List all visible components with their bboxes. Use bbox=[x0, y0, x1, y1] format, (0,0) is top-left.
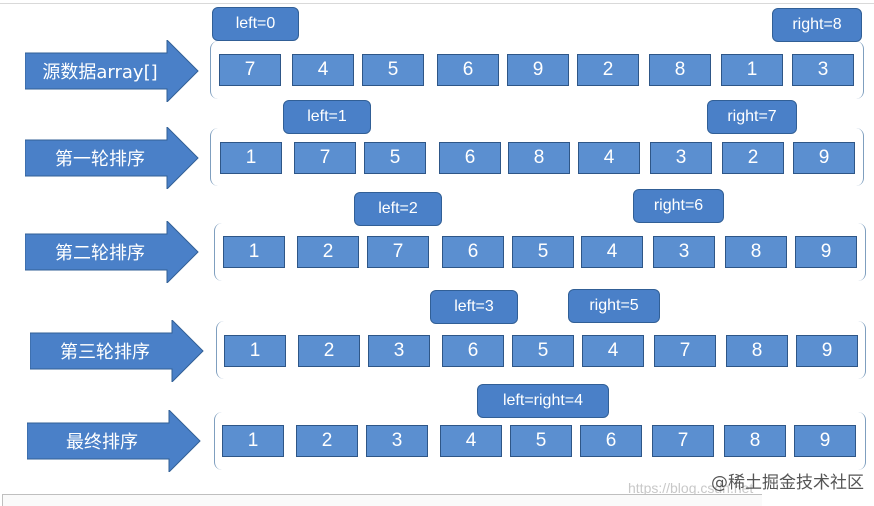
arrow-shape bbox=[25, 221, 199, 283]
row-3-cell-4: 5 bbox=[512, 335, 574, 367]
row-3-left-pointer: left=3 bbox=[430, 290, 518, 324]
row-1-cell-7: 2 bbox=[722, 142, 784, 174]
arrow-shape bbox=[27, 410, 201, 472]
row-4-cell-4: 5 bbox=[510, 425, 572, 457]
row-1-right-pointer: right=7 bbox=[707, 100, 797, 134]
row-3-cell-5: 4 bbox=[582, 335, 644, 367]
row-4-arrow: 最终排序 bbox=[27, 410, 202, 472]
row-3-cell-1: 2 bbox=[298, 335, 360, 367]
row-2-cell-1: 2 bbox=[297, 236, 359, 268]
row-1-cell-3: 6 bbox=[439, 142, 501, 174]
row-1-cell-5: 4 bbox=[578, 142, 640, 174]
row-0-cell-7: 1 bbox=[721, 54, 783, 86]
row-3-cell-7: 8 bbox=[726, 335, 788, 367]
row-0-cell-5: 2 bbox=[577, 54, 639, 86]
row-2-arrow: 第二轮排序 bbox=[25, 221, 200, 283]
row-2-label: 第二轮排序 bbox=[55, 243, 145, 264]
row-3-right-pointer: right=5 bbox=[568, 289, 660, 323]
row-0-left-pointer: left=0 bbox=[212, 7, 299, 41]
row-2-cell-3: 6 bbox=[442, 236, 504, 268]
row-4-cell-2: 3 bbox=[366, 425, 428, 457]
row-2-cell-7: 8 bbox=[725, 236, 787, 268]
row-3-cell-6: 7 bbox=[654, 335, 716, 367]
blog-url-watermark: https://blog.csdn.net bbox=[628, 480, 754, 496]
row-0-cell-2: 5 bbox=[362, 54, 424, 86]
juejin-watermark: @稀土掘金技术社区 bbox=[711, 473, 864, 493]
row-4-cell-3: 4 bbox=[440, 425, 502, 457]
row-3-cell-2: 3 bbox=[368, 335, 430, 367]
row-4-cell-5: 6 bbox=[580, 425, 642, 457]
row-3-cell-3: 6 bbox=[442, 335, 504, 367]
row-2-cell-0: 1 bbox=[223, 236, 285, 268]
row-3-cell-8: 9 bbox=[796, 335, 858, 367]
row-2-left-pointer: left=2 bbox=[354, 192, 442, 226]
arrow-shape bbox=[25, 40, 199, 102]
row-3-arrow: 第三轮排序 bbox=[30, 320, 205, 382]
row-1-cell-2: 5 bbox=[364, 142, 426, 174]
horizontal-scrollbar[interactable] bbox=[2, 494, 762, 506]
row-2-cell-4: 5 bbox=[512, 236, 574, 268]
row-0-cell-8: 3 bbox=[792, 54, 854, 86]
row-1-cell-0: 1 bbox=[220, 142, 282, 174]
row-4-cell-1: 2 bbox=[296, 425, 358, 457]
arrow-shape bbox=[30, 320, 204, 382]
row-1-cell-8: 9 bbox=[793, 142, 855, 174]
row-4-cell-6: 7 bbox=[652, 425, 714, 457]
row-2-cell-5: 4 bbox=[581, 236, 643, 268]
row-0-right-pointer: right=8 bbox=[772, 8, 862, 42]
row-1-cell-6: 3 bbox=[650, 142, 712, 174]
row-1-array-bracket bbox=[210, 128, 864, 186]
top-divider bbox=[0, 3, 874, 4]
row-0-cell-4: 9 bbox=[507, 54, 569, 86]
row-0-cell-3: 6 bbox=[437, 54, 499, 86]
row-1-left-pointer: left=1 bbox=[283, 100, 371, 134]
row-4-array-bracket bbox=[214, 412, 866, 470]
row-2-cell-8: 9 bbox=[795, 236, 857, 268]
row-0-cell-1: 4 bbox=[292, 54, 354, 86]
row-3-array-bracket bbox=[216, 321, 866, 379]
row-0-label: 源数据array[] bbox=[42, 62, 158, 83]
row-3-label: 第三轮排序 bbox=[60, 342, 150, 363]
row-4-cell-7: 8 bbox=[724, 425, 786, 457]
row-1-cell-4: 8 bbox=[508, 142, 570, 174]
row-1-cell-1: 7 bbox=[294, 142, 356, 174]
row-3-cell-0: 1 bbox=[224, 335, 286, 367]
row-0-cell-0: 7 bbox=[219, 54, 281, 86]
row-0-arrow: 源数据array[] bbox=[25, 40, 200, 102]
row-1-label: 第一轮排序 bbox=[55, 149, 145, 170]
row-2-right-pointer: right=6 bbox=[633, 189, 724, 223]
row-0-array-bracket bbox=[210, 41, 864, 99]
row-4-cell-8: 9 bbox=[794, 425, 856, 457]
row-4-cell-0: 1 bbox=[222, 425, 284, 457]
row-4-label: 最终排序 bbox=[66, 432, 138, 453]
row-2-cell-2: 7 bbox=[367, 236, 429, 268]
row-4-left-pointer: left=right=4 bbox=[477, 384, 609, 418]
row-0-cell-6: 8 bbox=[649, 54, 711, 86]
arrow-shape bbox=[25, 127, 199, 189]
row-2-cell-6: 3 bbox=[653, 236, 715, 268]
row-1-arrow: 第一轮排序 bbox=[25, 127, 200, 189]
row-2-array-bracket bbox=[214, 223, 866, 281]
